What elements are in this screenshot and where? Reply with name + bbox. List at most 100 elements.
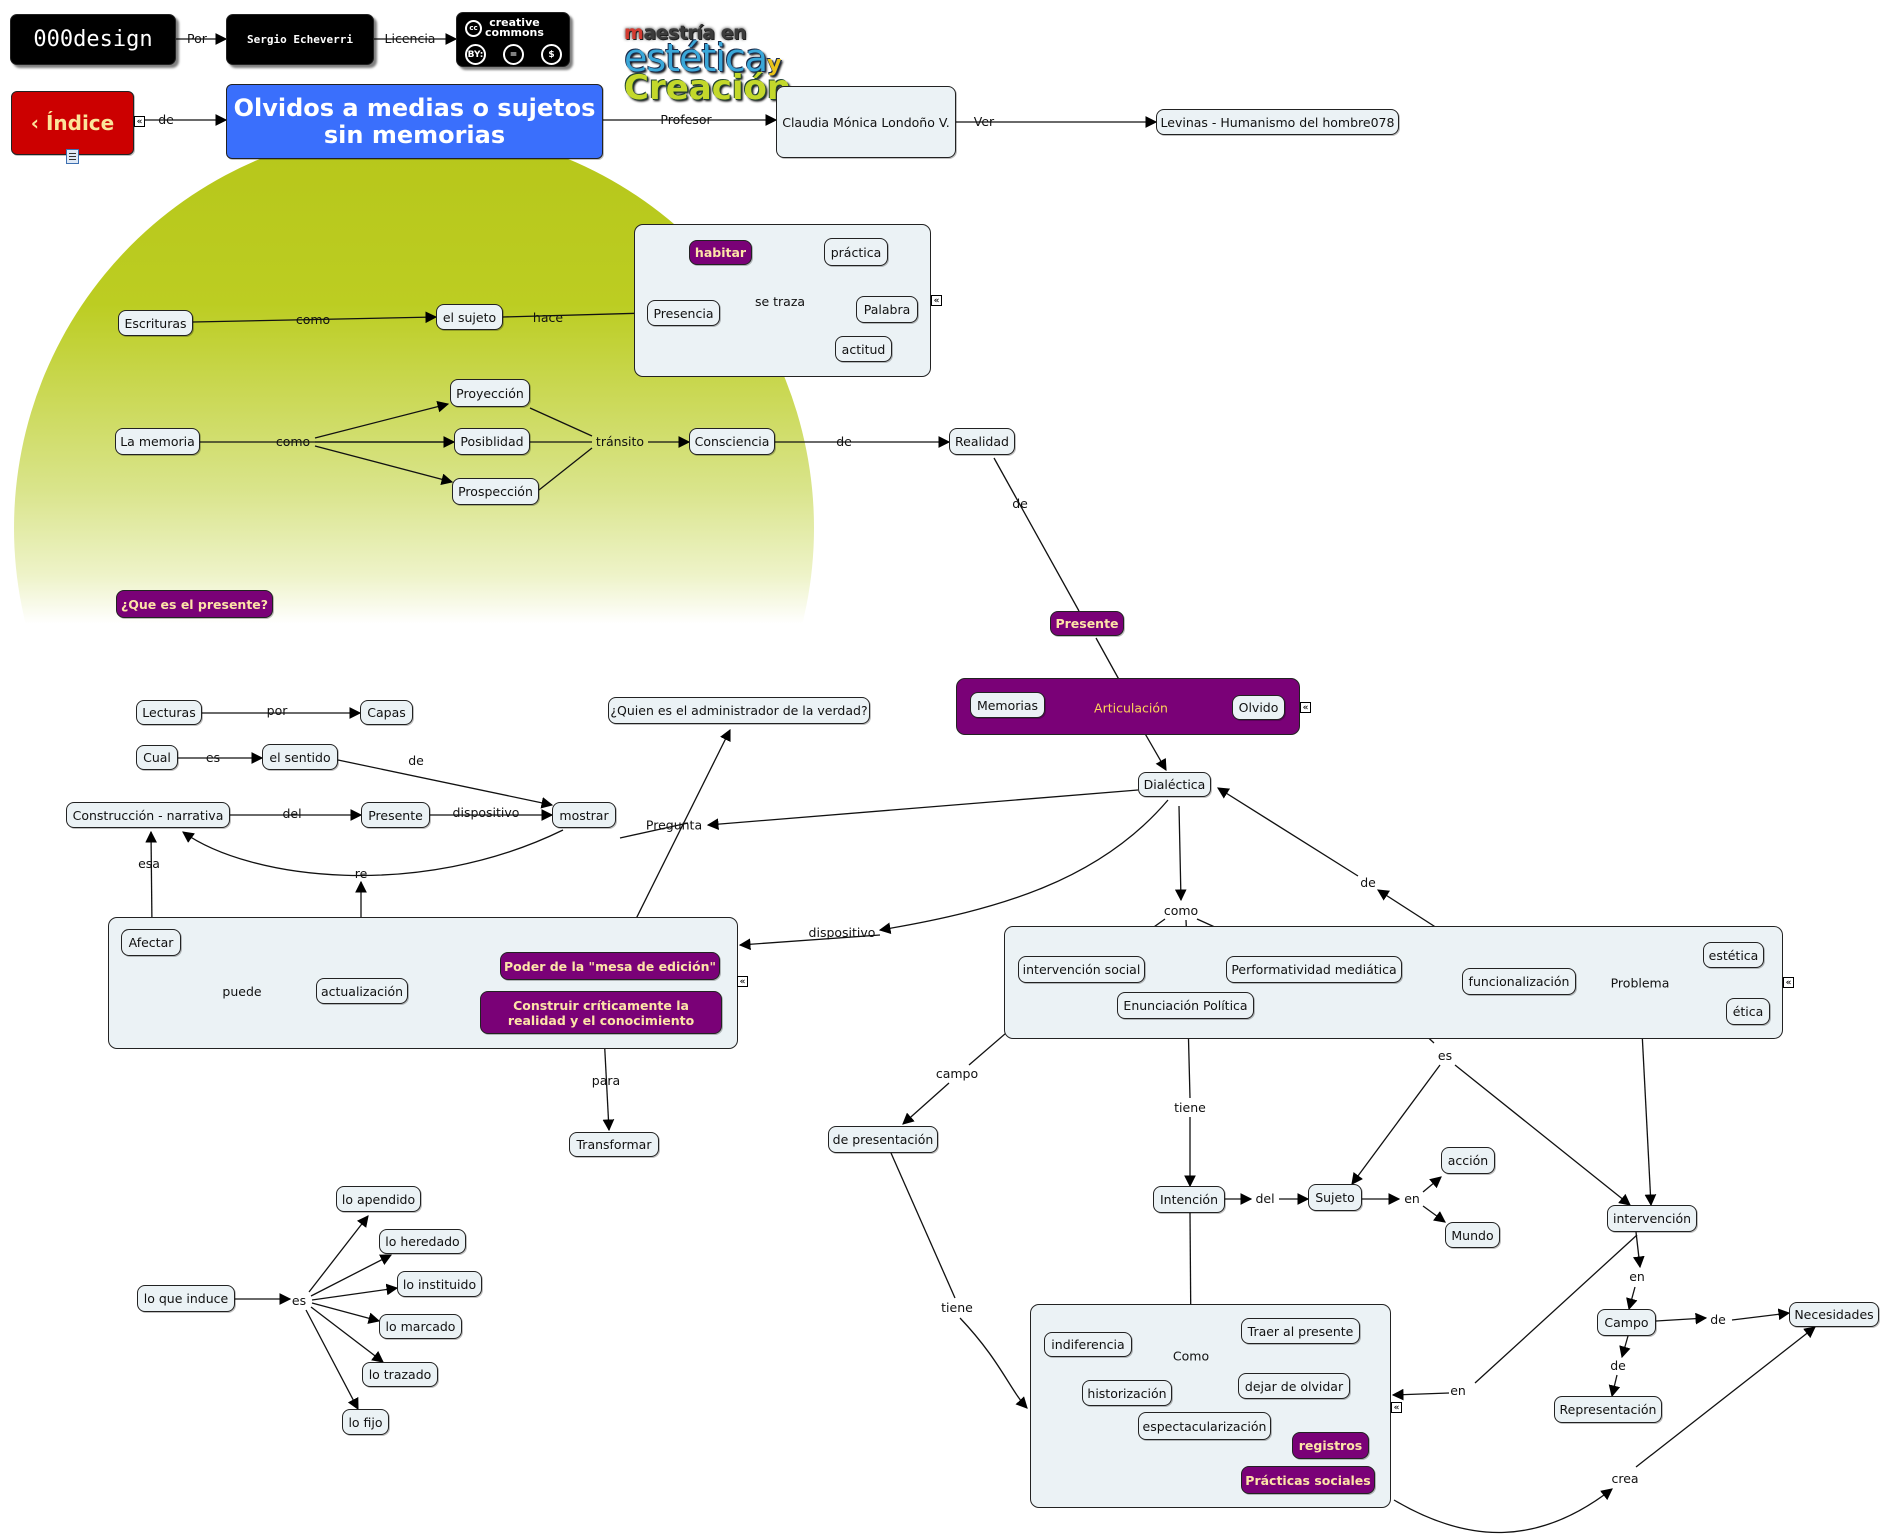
- reference-node[interactable]: Levinas - Humanismo del hombre078: [1156, 109, 1399, 135]
- concept-pregunta[interactable]: Pregunta: [645, 817, 703, 833]
- concept-quien-admin[interactable]: ¿Quien es el administrador de la verdad?: [608, 697, 870, 724]
- expand-icon[interactable]: «: [1391, 1402, 1402, 1413]
- professor-node[interactable]: Claudia Mónica Londoño V.: [776, 86, 956, 158]
- concept-construccion[interactable]: Construcción - narrativa: [66, 802, 230, 828]
- concept-afectar[interactable]: Afectar: [121, 929, 181, 956]
- connection-line: [619, 822, 689, 839]
- concept-lo-apendido[interactable]: lo apendido: [336, 1186, 421, 1212]
- concept-escrituras[interactable]: Escrituras: [118, 310, 193, 336]
- concept-mostrar[interactable]: mostrar: [552, 802, 616, 828]
- concept-lo-marcado[interactable]: lo marcado: [379, 1314, 462, 1339]
- concept-de-presentacion[interactable]: de presentación: [828, 1126, 938, 1153]
- index-button[interactable]: ‹ Índice: [11, 91, 134, 155]
- concept-presente-p[interactable]: Presente: [1050, 611, 1124, 636]
- concept-estetica[interactable]: estética: [1703, 942, 1764, 968]
- concept-campo[interactable]: Campo: [1597, 1309, 1656, 1336]
- expand-icon[interactable]: «: [931, 295, 942, 306]
- connection-line: [308, 1215, 369, 1293]
- concept-dejar[interactable]: dejar de olvidar: [1238, 1373, 1350, 1399]
- expand-icon[interactable]: «: [1783, 977, 1794, 988]
- concept-indiferencia[interactable]: indiferencia: [1044, 1332, 1132, 1357]
- link-label-de-consc: de: [836, 434, 852, 449]
- concept-lo-heredado[interactable]: lo heredado: [379, 1229, 466, 1254]
- connection-line: [1454, 1064, 1631, 1206]
- concept-necesidades[interactable]: Necesidades: [1789, 1302, 1879, 1327]
- page-title: Olvidos a medias o sujetos sin memorias: [226, 84, 603, 159]
- concept-el-sentido[interactable]: el sentido: [262, 744, 338, 770]
- concept-intervencion-social[interactable]: intervención social: [1018, 956, 1145, 983]
- connection-line: [993, 457, 1080, 612]
- concept-proyeccion[interactable]: Proyección: [450, 379, 530, 407]
- concept-capas[interactable]: Capas: [360, 700, 413, 725]
- concept-performatividad[interactable]: Performatividad mediática: [1226, 956, 1402, 983]
- connection-line: [1608, 1374, 1621, 1398]
- concept-memorias[interactable]: Memorias: [970, 692, 1045, 718]
- link-label-see-link: Ver: [973, 114, 995, 129]
- concept-prospeccion[interactable]: Prospección: [452, 478, 539, 505]
- concept-lo-instituido[interactable]: lo instituido: [397, 1271, 482, 1297]
- concept-lo-que-induce[interactable]: lo que induce: [137, 1285, 235, 1312]
- concept-lo-trazado[interactable]: lo trazado: [362, 1362, 438, 1387]
- concept-realidad[interactable]: Realidad: [949, 428, 1015, 455]
- concept-etica[interactable]: ética: [1726, 998, 1770, 1025]
- connection-line: [1217, 787, 1359, 877]
- author-sergio-echeverri[interactable]: Sergio Echeverri: [226, 14, 374, 65]
- concept-posiblidad[interactable]: Posiblidad: [454, 428, 530, 455]
- link-label-esa: esa: [138, 856, 160, 871]
- connection-line: [1422, 1176, 1442, 1193]
- concept-intencion[interactable]: Intención: [1153, 1186, 1225, 1213]
- connection-line: [311, 1302, 381, 1324]
- concept-traer[interactable]: Traer al presente: [1241, 1318, 1360, 1344]
- concept-accion[interactable]: acción: [1441, 1147, 1495, 1174]
- link-label-dispositivo2: dispositivo: [808, 925, 876, 940]
- concept-que-es-presente[interactable]: ¿Que es el presente?: [116, 590, 273, 618]
- concept-practica[interactable]: práctica: [824, 238, 888, 266]
- expand-icon[interactable]: «: [737, 976, 748, 987]
- concept-funcionalizacion[interactable]: funcionalización: [1462, 968, 1576, 995]
- link-label-se-traza: se traza: [754, 294, 806, 309]
- concept-practicas[interactable]: Prácticas sociales: [1241, 1466, 1375, 1494]
- concept-palabra[interactable]: Palabra: [856, 296, 918, 323]
- concept-lo-fijo[interactable]: lo fijo: [342, 1409, 389, 1435]
- concept-actitud[interactable]: actitud: [835, 336, 892, 362]
- concept-problema[interactable]: Problema: [1610, 975, 1670, 991]
- concept-registros[interactable]: registros: [1292, 1432, 1369, 1459]
- link-label-en-interv: en: [1629, 1269, 1645, 1284]
- concept-como-b[interactable]: Como: [1172, 1348, 1210, 1364]
- concept-lecturas[interactable]: Lecturas: [136, 700, 202, 725]
- expand-icon[interactable]: «: [1300, 702, 1311, 713]
- concept-representacion[interactable]: Representación: [1554, 1396, 1662, 1423]
- concept-la-memoria[interactable]: La memoria: [115, 428, 200, 455]
- concept-espectacularizacion[interactable]: espectacularización: [1138, 1412, 1271, 1440]
- concept-articulacion[interactable]: Articulación: [1094, 700, 1168, 716]
- concept-dialectica[interactable]: Dialéctica: [1138, 772, 1211, 797]
- concept-historizacion[interactable]: historización: [1082, 1380, 1172, 1406]
- brand-000design[interactable]: 000design: [10, 14, 176, 65]
- concept-presencia[interactable]: Presencia: [647, 300, 720, 326]
- concept-intervencion[interactable]: intervención: [1607, 1205, 1697, 1232]
- concept-olvido[interactable]: Olvido: [1232, 695, 1285, 720]
- concept-poder[interactable]: Poder de la "mesa de edición": [500, 952, 720, 980]
- connection-line: [192, 311, 438, 324]
- concept-sujeto[interactable]: Sujeto: [1308, 1184, 1362, 1211]
- concept-mundo[interactable]: Mundo: [1445, 1222, 1500, 1248]
- link-label-campo: campo: [935, 1066, 979, 1081]
- concept-cual[interactable]: Cual: [136, 745, 178, 770]
- connection-line: [959, 1317, 1028, 1409]
- concept-enunciacion[interactable]: Enunciación Política: [1117, 992, 1254, 1019]
- expand-icon[interactable]: «: [134, 116, 145, 127]
- concept-presente-w[interactable]: Presente: [361, 802, 430, 828]
- connection-line: [706, 789, 1139, 830]
- link-label-de-real: de: [1012, 496, 1028, 511]
- concept-consciencia[interactable]: Consciencia: [689, 428, 775, 455]
- concept-el-sujeto[interactable]: el sujeto: [436, 304, 503, 330]
- connection-line: [538, 447, 593, 491]
- concept-habitar[interactable]: habitar: [689, 240, 752, 265]
- document-icon[interactable]: [66, 149, 79, 164]
- concept-construir[interactable]: Construir críticamente la realidad y el …: [480, 991, 722, 1034]
- concept-transformar[interactable]: Transformar: [569, 1132, 659, 1157]
- logo-line1: maestría en: [624, 24, 788, 43]
- maestria-logo[interactable]: maestría en estéticay Creación: [624, 24, 791, 108]
- concept-actualizacion[interactable]: actualización: [316, 978, 408, 1004]
